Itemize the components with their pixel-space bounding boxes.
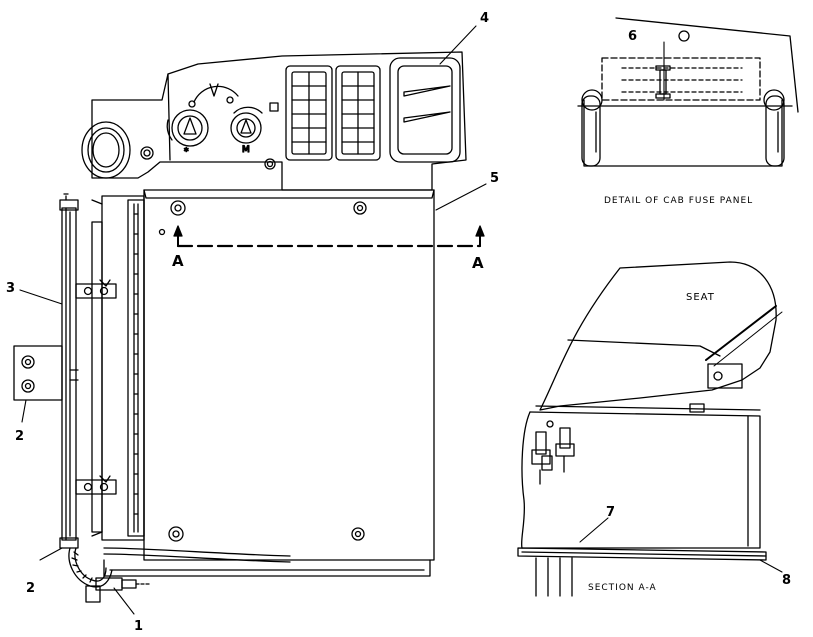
leader-lines (19, 25, 783, 615)
main-unit: * M (13, 51, 485, 603)
seat-label: SEAT (686, 292, 715, 303)
air-vent-middle (335, 65, 381, 161)
hinge-bracket-upper (75, 279, 117, 299)
air-vent-left (285, 65, 333, 161)
unit-bottom-tray (103, 559, 431, 577)
panel-screw (140, 146, 154, 160)
drain-hose (68, 547, 291, 588)
callout-3: 3 (6, 281, 15, 296)
callout-1: 1 (134, 619, 143, 634)
callout-4: 4 (480, 11, 489, 26)
coil-assembly (91, 195, 145, 541)
control-panel-inner-line (167, 73, 171, 161)
drain-fitting (85, 577, 151, 603)
mounting-frame (59, 193, 79, 549)
body-screw (351, 527, 365, 541)
callout-2-upper: 2 (15, 429, 24, 444)
air-vent-right (389, 57, 461, 163)
dial-mark-star: * (184, 147, 189, 157)
temperature-dial (166, 109, 209, 147)
mode-selector-arc (188, 83, 239, 108)
section-mark-right: A (472, 254, 484, 272)
section-fittings (531, 420, 575, 485)
fuse-panel-caption: DETAIL OF CAB FUSE PANEL (604, 196, 753, 206)
panel-screw (264, 158, 276, 170)
section-mark-left: A (172, 252, 184, 270)
dial-mark-label: M (242, 145, 250, 155)
seat-outline (539, 261, 777, 411)
callout-8: 8 (782, 573, 791, 588)
fuse-panel-detail (577, 17, 799, 167)
round-duct-port (81, 121, 131, 179)
callout-6: 6 (628, 29, 637, 44)
hinge-bracket-lower (75, 475, 117, 495)
body-screw (353, 201, 367, 215)
fan-speed-dial (230, 106, 263, 144)
section-a-a-view (517, 261, 783, 597)
callout-2-lower: 2 (26, 581, 35, 596)
compartment-box (521, 411, 761, 549)
section-caption: SECTION A-A (588, 583, 657, 593)
support-post (535, 557, 549, 597)
callout-7: 7 (606, 505, 615, 520)
control-panel-housing (91, 51, 467, 191)
body-screw (168, 526, 184, 542)
panel-indicator (269, 102, 279, 112)
side-bracket (13, 345, 63, 401)
support-post (559, 557, 573, 597)
unit-top-edge (143, 189, 435, 199)
callout-5: 5 (490, 171, 499, 186)
body-screw (170, 200, 186, 216)
